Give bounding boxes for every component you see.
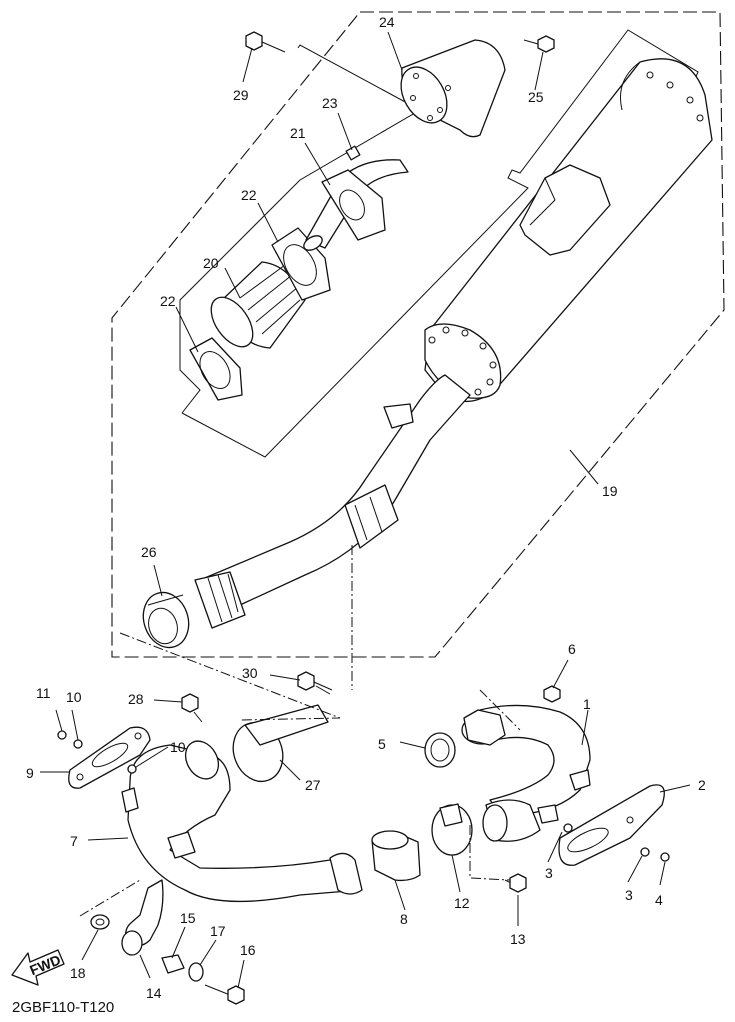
bolt-4 [660, 852, 670, 862]
callout-25: 25 [528, 89, 544, 105]
leader-lines [40, 31, 691, 989]
callout-labels: 1 2 3 3 4 5 6 7 8 9 10 10 11 12 13 14 15… [26, 14, 706, 1001]
washer-3a [563, 823, 573, 833]
callout-6: 6 [568, 641, 576, 657]
callout-24: 24 [379, 14, 395, 30]
gasket-lower [189, 337, 243, 401]
nut-6 [543, 685, 561, 703]
callout-15: 15 [180, 910, 196, 926]
bolt-25 [523, 35, 555, 53]
gasket-upper [271, 227, 331, 301]
callout-20: 20 [203, 255, 219, 271]
pipe-collar [142, 591, 190, 649]
callout-21: 21 [290, 125, 306, 141]
collar-15 [161, 954, 185, 974]
header-heat-guard [558, 784, 665, 866]
callout-3b: 3 [625, 887, 633, 903]
front-exhaust-pipe [121, 740, 363, 903]
collar-8 [371, 830, 421, 882]
clamp-12 [431, 803, 473, 856]
callout-4: 4 [655, 892, 663, 908]
muffler-internals-boundary [181, 29, 699, 458]
bolt-13 [504, 873, 527, 893]
fwd-label: FWD [27, 951, 63, 978]
diagram-reference-code: 2GBF110-T120 [12, 999, 114, 1016]
gasket-5 [424, 732, 456, 768]
washer-10b [127, 764, 137, 774]
alignment-lines [79, 545, 521, 917]
muffler-end-cap [400, 39, 506, 138]
header-pipe [461, 704, 591, 842]
callout-18: 18 [70, 965, 86, 981]
bolt-11 [57, 730, 67, 740]
callout-22b: 22 [160, 293, 176, 309]
callout-1: 1 [583, 696, 591, 712]
callout-17: 17 [210, 923, 226, 939]
callout-9: 9 [26, 765, 34, 781]
muffler-body [424, 58, 713, 402]
callout-8: 8 [400, 911, 408, 927]
callout-19: 19 [602, 483, 618, 499]
callout-3a: 3 [545, 865, 553, 881]
callout-26: 26 [141, 544, 157, 560]
callout-23: 23 [322, 95, 338, 111]
fwd-arrow-icon: FWD [11, 949, 65, 986]
bolt-16 [204, 984, 245, 1005]
inner-pipe [303, 159, 409, 251]
callout-11: 11 [36, 685, 51, 701]
muffler-assembly-boundary [111, 11, 725, 658]
bolt-28 [181, 693, 203, 723]
collar-18 [90, 914, 110, 930]
callout-28: 28 [128, 691, 144, 707]
heat-guard-front [68, 726, 151, 789]
gasket-5-inner [430, 738, 450, 762]
callout-27: 27 [305, 777, 321, 793]
clamp-27 [232, 704, 329, 783]
bracket-14 [121, 879, 164, 956]
callout-30: 30 [242, 665, 258, 681]
callout-10b: 10 [170, 739, 186, 755]
callout-22a: 22 [241, 187, 257, 203]
callout-14: 14 [146, 985, 162, 1001]
bolt-30 [297, 671, 333, 695]
callout-12: 12 [454, 895, 470, 911]
silencer-core [210, 261, 306, 349]
bolt-29 [245, 31, 286, 53]
muffler-internals-boundary-upper [179, 44, 422, 414]
bolt-23 [345, 145, 361, 161]
mid-pipe [194, 374, 471, 629]
callout-10a: 10 [66, 689, 82, 705]
callout-5: 5 [378, 736, 386, 752]
callout-16: 16 [240, 942, 256, 958]
washer-10a [73, 739, 83, 749]
callout-2: 2 [698, 777, 706, 793]
callout-13: 13 [510, 931, 526, 947]
washer-3b [640, 847, 650, 857]
washer-17 [188, 962, 204, 982]
callout-29: 29 [233, 87, 249, 103]
callout-7: 7 [70, 833, 78, 849]
